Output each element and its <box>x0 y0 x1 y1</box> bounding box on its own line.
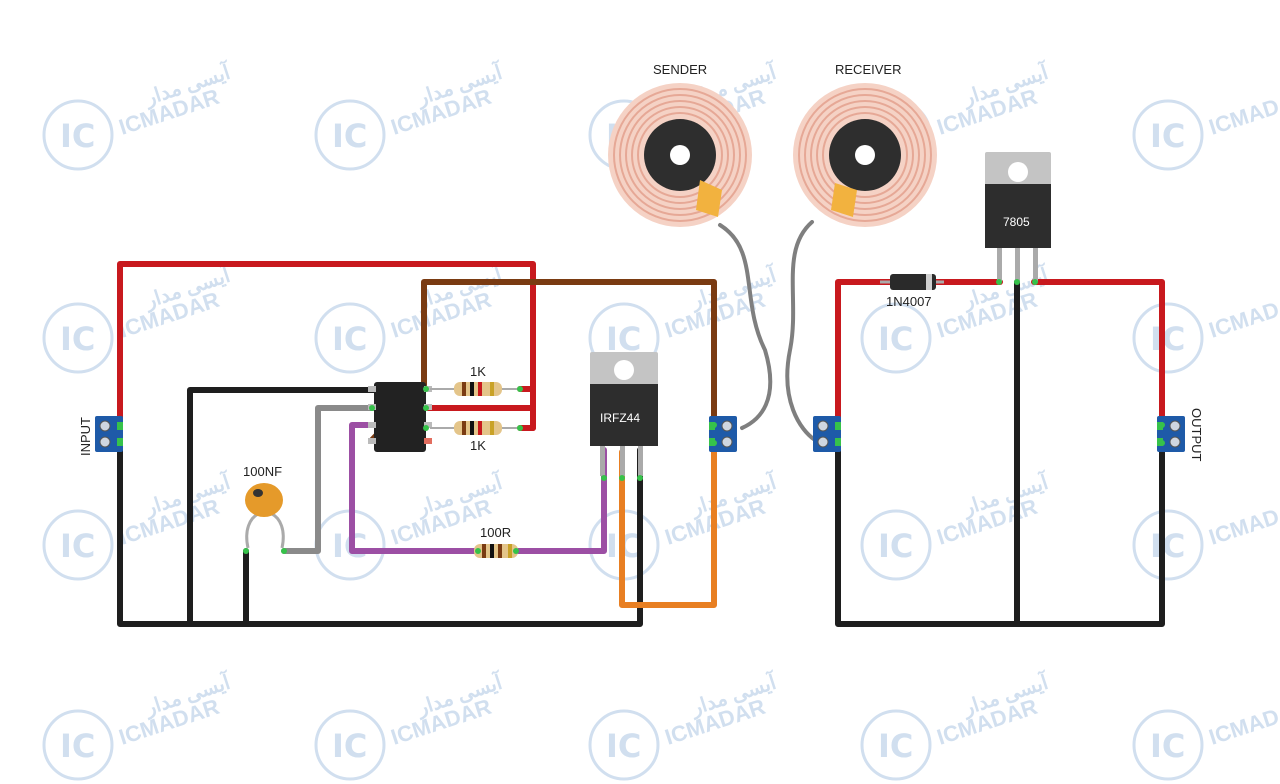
wire-red-vcc <box>117 261 536 431</box>
sender-coil <box>608 83 752 227</box>
receiver-coil <box>793 83 937 227</box>
label-r1: 1K <box>470 364 486 379</box>
watermark-ic: IC <box>1150 527 1185 565</box>
junction-markers <box>117 279 1165 554</box>
watermark-ic: IC <box>60 727 95 765</box>
watermark-brand: ICMADAR <box>1206 694 1280 750</box>
watermark: IC ICMADAR آیسی مدار <box>314 668 507 781</box>
watermark: IC ICMADAR <box>1132 287 1280 374</box>
label-mosfet: IRFZ44 <box>600 411 640 425</box>
diode-1n4007 <box>880 274 944 290</box>
wire-black-rx-ground <box>835 440 1165 627</box>
watermark: IC ICMADAR آیسی مدار <box>860 468 1053 581</box>
watermark: IC ICMADAR آیسی مدار <box>42 261 235 374</box>
output-terminal <box>1157 416 1185 452</box>
watermark-brand: ICMADAR <box>1206 494 1280 550</box>
watermark: IC ICMADAR آیسی مدار <box>42 468 235 581</box>
watermark: IC ICMADAR آیسی مدار <box>42 58 235 171</box>
wire-black-ic-pin <box>187 387 379 627</box>
ic-555 <box>368 382 432 452</box>
input-terminal <box>95 416 123 452</box>
watermark-brand: ICMADAR <box>1206 287 1280 343</box>
watermark-ic: IC <box>878 527 913 565</box>
watermark: IC ICMADAR آیسی مدار <box>588 668 781 781</box>
resistor-r2 <box>430 421 520 435</box>
watermark: IC ICMADAR آیسی مدار <box>42 668 235 781</box>
regulator-7805: 7805 <box>985 152 1051 282</box>
watermark-ic: IC <box>878 727 913 765</box>
watermark-ic: IC <box>1150 320 1185 358</box>
label-sender: SENDER <box>653 62 707 77</box>
watermark-ic: IC <box>1150 727 1185 765</box>
label-receiver: RECEIVER <box>835 62 901 77</box>
label-output: OUTPUT <box>1189 408 1204 462</box>
wire-red-rx-out <box>1031 279 1165 428</box>
watermark: IC ICMADAR آیسی مدار <box>860 668 1053 781</box>
watermark-ic: IC <box>606 727 641 765</box>
wire-red-rx-in <box>835 279 893 428</box>
watermark: IC ICMADAR <box>1132 694 1280 781</box>
watermark-ic: IC <box>332 117 367 155</box>
wire-gray-cap <box>281 405 379 554</box>
watermark-ic: IC <box>1150 117 1185 155</box>
watermark: IC ICMADAR <box>1132 84 1280 171</box>
watermark-ic: IC <box>60 527 95 565</box>
wire-black-ground-main <box>117 440 643 627</box>
wire-purple-right <box>513 447 607 554</box>
sender-terminal <box>709 416 737 452</box>
watermark-ic: IC <box>878 320 913 358</box>
watermark: IC ICMADAR آیسی مدار <box>314 468 507 581</box>
watermark: IC ICMADAR <box>1132 494 1280 581</box>
wire-gray-sender-lead <box>718 223 773 430</box>
wire-purple-left <box>349 422 481 554</box>
watermark: IC ICMADAR آیسی مدار <box>314 261 507 374</box>
watermark: IC ICMADAR آیسی مدار <box>314 58 507 171</box>
watermark-ic: IC <box>60 117 95 155</box>
watermark: IC ICMADAR آیسی مدار <box>588 468 781 581</box>
wire-orange-drain <box>619 442 717 608</box>
label-r2: 1K <box>470 438 486 453</box>
watermark-brand: ICMADAR <box>1206 84 1280 140</box>
resistor-r1 <box>430 382 520 396</box>
resistor-r3 <box>474 544 518 558</box>
label-r3: 100R <box>480 525 511 540</box>
watermark-ic: IC <box>606 320 641 358</box>
watermark-ic: IC <box>60 320 95 358</box>
mosfet-irfz44: IRFZ44 <box>590 352 658 476</box>
label-diode: 1N4007 <box>886 294 932 309</box>
label-regulator: 7805 <box>1003 215 1030 229</box>
capacitor-100nf <box>245 483 285 549</box>
watermark-ic: IC <box>332 727 367 765</box>
transmitter-wires <box>117 220 817 627</box>
receiver-wires <box>835 279 1165 627</box>
wire-gray-receiver-lead <box>785 220 817 442</box>
label-input: INPUT <box>78 417 93 456</box>
label-capacitor: 100NF <box>243 464 282 479</box>
watermark-ic: IC <box>332 320 367 358</box>
receiver-terminal <box>813 416 841 452</box>
